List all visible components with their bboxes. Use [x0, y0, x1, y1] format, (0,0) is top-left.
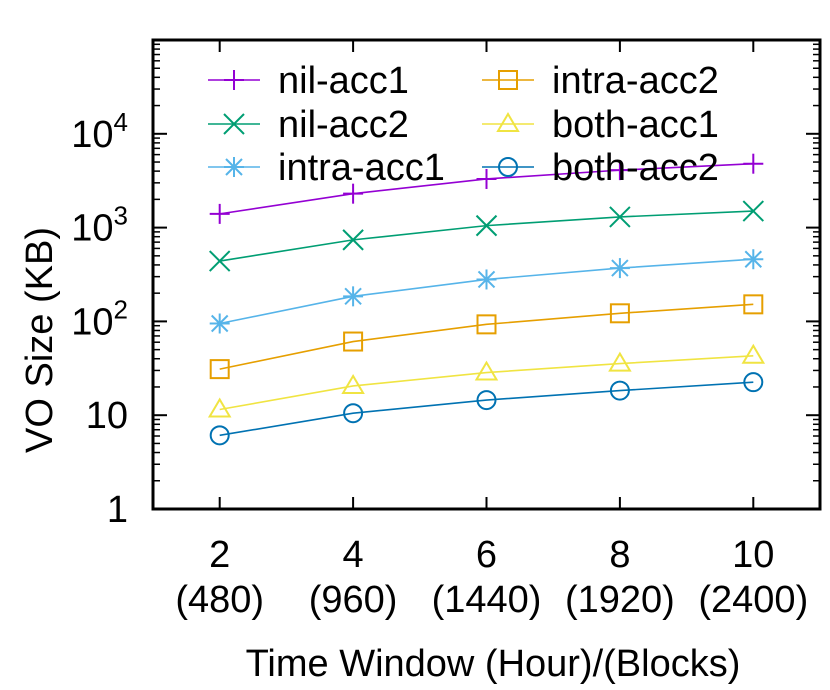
series-line [219, 258, 754, 325]
x-tick-label: 8 [609, 534, 630, 576]
y-tick-label: 104 [71, 107, 128, 156]
legend-label: both-acc1 [552, 104, 719, 146]
series-line [219, 210, 754, 262]
x-axis-label: Time Window (Hour)/(Blocks) [246, 643, 741, 685]
series-line [219, 354, 754, 411]
legend-label: both-acc2 [552, 147, 719, 189]
data-point [474, 360, 499, 381]
data-point [209, 359, 230, 380]
series-intra-acc1 [209, 249, 764, 334]
data-point [343, 331, 364, 352]
data-point [609, 206, 631, 228]
data-point [343, 286, 364, 307]
series-layer [207, 153, 766, 446]
series-nil-acc2 [208, 200, 765, 272]
legend-marker [224, 157, 244, 177]
data-point [609, 380, 630, 401]
data-point [342, 229, 364, 251]
legend-label: nil-acc1 [278, 60, 409, 102]
data-point [209, 425, 230, 446]
series-line [219, 381, 754, 437]
data-point [741, 343, 766, 364]
legend-item-both-acc1: both-acc1 [482, 104, 719, 146]
legend: nil-acc1nil-acc2intra-acc1intra-acc2both… [208, 60, 719, 189]
y-tick-label: 102 [71, 294, 128, 343]
series-intra-acc2 [209, 294, 764, 380]
legend-item-intra-acc2: intra-acc2 [482, 60, 719, 102]
data-point [475, 214, 498, 237]
data-point [476, 168, 497, 189]
legend-label: intra-acc1 [278, 147, 445, 189]
legend-marker [223, 113, 245, 135]
legend-item-nil-acc2: nil-acc2 [208, 104, 409, 146]
legend-label: nil-acc2 [278, 104, 409, 146]
data-point [207, 397, 232, 418]
y-tick-label: 1 [107, 489, 128, 531]
data-point [608, 351, 632, 372]
legend-item-intra-acc1: intra-acc1 [208, 147, 445, 189]
legend-marker [498, 157, 518, 177]
x-tick-sublabel: (480) [175, 579, 264, 621]
data-point [609, 258, 630, 279]
x-tick-label: 2 [209, 534, 230, 576]
data-point [343, 403, 364, 424]
data-point [476, 314, 497, 335]
series-line [219, 303, 754, 370]
legend-label: intra-acc2 [552, 60, 719, 102]
x-tick-label: 4 [343, 534, 364, 576]
data-point [743, 153, 764, 174]
legend-marker [496, 112, 520, 132]
ticks: 2(480)4(960)6(1440)8(1920)10(2400)110102… [71, 40, 820, 621]
y-tick-label: 103 [71, 201, 128, 250]
series-nil-acc1 [209, 153, 764, 224]
data-point [476, 390, 497, 411]
data-point [209, 313, 230, 334]
data-point [343, 183, 364, 204]
data-point [743, 249, 764, 270]
data-point [743, 294, 764, 315]
x-tick-sublabel: (1440) [432, 579, 542, 621]
data-point [208, 250, 231, 272]
data-point [742, 200, 765, 222]
x-tick-label: 10 [732, 534, 774, 576]
x-tick-label: 6 [476, 534, 497, 576]
legend-marker [224, 70, 244, 90]
data-point [609, 303, 630, 324]
data-point [476, 269, 497, 290]
y-axis-label: VO Size (KB) [19, 227, 61, 453]
data-point [341, 373, 365, 394]
x-tick-sublabel: (2400) [698, 579, 808, 621]
x-tick-sublabel: (960) [309, 579, 398, 621]
series-both-acc2 [209, 372, 764, 446]
x-tick-sublabel: (1920) [565, 579, 675, 621]
series-both-acc1 [207, 343, 766, 418]
legend-marker [498, 70, 518, 90]
data-point [209, 203, 230, 224]
legend-item-nil-acc1: nil-acc1 [208, 60, 409, 102]
data-point [609, 160, 630, 181]
legend-item-both-acc2: both-acc2 [482, 147, 719, 189]
y-tick-label: 10 [86, 395, 128, 437]
data-point [743, 372, 764, 393]
